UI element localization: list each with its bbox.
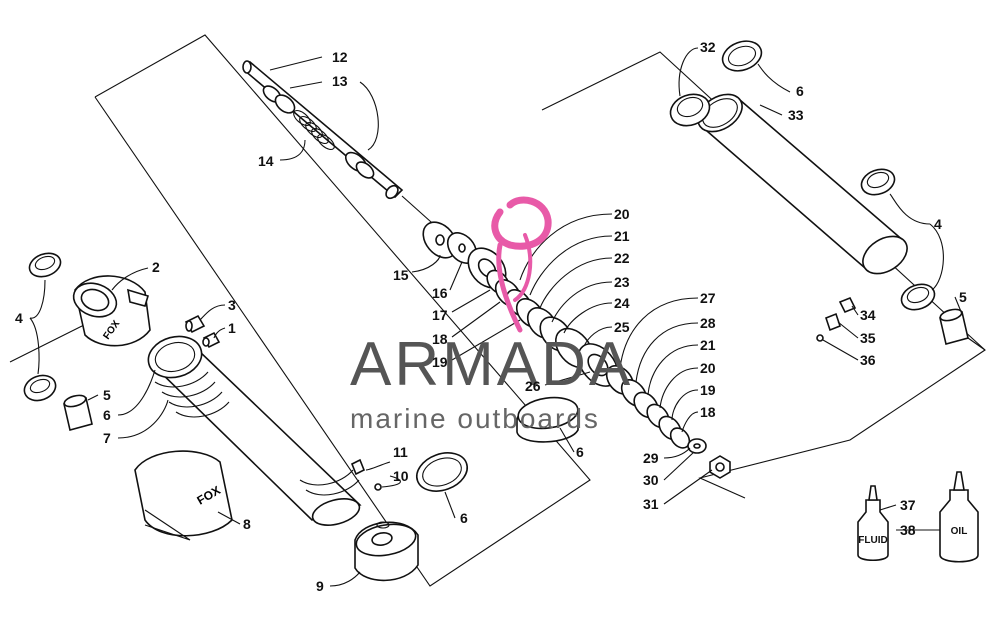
rod-spring-coils: [293, 109, 335, 151]
callout-28: 28: [700, 315, 716, 331]
callout-31: 31: [643, 496, 659, 512]
callout-35: 35: [860, 330, 876, 346]
ball-10: [374, 483, 382, 491]
callout-6-c: 6: [576, 444, 584, 460]
bearing-11: [350, 458, 366, 476]
callout-19-a: 19: [432, 354, 448, 370]
armada-logo-mark: [491, 196, 552, 333]
callout-4-a: 4: [15, 310, 23, 326]
callout-21-a: 21: [614, 228, 630, 244]
callout-9: 9: [316, 578, 324, 594]
callout-10: 10: [393, 468, 409, 484]
bushing-4-lower-right: [900, 283, 936, 311]
frame-right: [541, 51, 986, 499]
callout-37: 37: [900, 497, 916, 513]
callout-34: 34: [860, 307, 876, 323]
watermark-tagline: marine outboards: [350, 403, 600, 434]
ball-36: [816, 334, 824, 342]
fluid-label: FLUID: [858, 535, 887, 546]
callout-13: 13: [332, 73, 348, 89]
valve-fitting-3: [184, 314, 206, 334]
callout-19-b: 19: [700, 382, 716, 398]
bottom-eye-9: [354, 521, 419, 582]
callout-5-b: 5: [959, 289, 967, 305]
valve-34: [838, 296, 857, 314]
callout-24: 24: [614, 295, 630, 311]
callout-23: 23: [614, 274, 630, 290]
callout-5-a: 5: [103, 387, 111, 403]
callout-15: 15: [393, 267, 409, 283]
spring-35: [825, 312, 841, 332]
watermark-brand: ARMADA: [350, 330, 633, 399]
callout-8: 8: [243, 516, 251, 532]
callout-11: 11: [393, 444, 408, 460]
callout-18-a: 18: [432, 331, 448, 347]
callout-26: 26: [525, 378, 541, 394]
callout-labels: 12 13 14 15 16 17 18 19 20 21 22 23 24 2…: [15, 39, 967, 594]
callout-4-b: 4: [934, 216, 942, 232]
callout-17: 17: [432, 307, 448, 323]
seal-ring-6-lower: [416, 452, 468, 492]
callout-29: 29: [643, 450, 659, 466]
callout-7: 7: [103, 430, 111, 446]
shock-body-head: FOX: [72, 275, 151, 347]
sleeve-5-right: [939, 308, 986, 351]
callout-21-b: 21: [700, 337, 716, 353]
callout-12: 12: [332, 49, 348, 65]
oil-bottle-38: OIL: [939, 471, 979, 563]
shock-cylinder-left: [147, 335, 362, 526]
oil-label: OIL: [951, 526, 968, 537]
frame-left: [94, 34, 591, 587]
callout-38: 38: [900, 522, 916, 538]
callout-14: 14: [258, 153, 274, 169]
leader-lines: [29, 47, 963, 587]
callout-32: 32: [700, 39, 716, 55]
callout-6-d: 6: [796, 83, 804, 99]
callout-18-b: 18: [700, 404, 716, 420]
bushing-4-upper-right: [860, 168, 896, 196]
fluid-bottle-37: FLUID: [857, 485, 889, 562]
callout-6-b: 6: [460, 510, 468, 526]
callout-20-b: 20: [700, 360, 716, 376]
callout-22: 22: [614, 250, 630, 266]
callout-30: 30: [643, 472, 659, 488]
callout-3: 3: [228, 297, 236, 313]
callout-27: 27: [700, 290, 716, 306]
reservoir-cap: [28, 252, 62, 278]
seal-ring-6-top: [721, 40, 763, 72]
piston-rod: [242, 60, 404, 200]
callout-6-a: 6: [103, 407, 111, 423]
sleeve-5-left: [63, 394, 93, 431]
lower-bushing-4: [23, 374, 57, 402]
callout-16: 16: [432, 285, 448, 301]
callout-25: 25: [614, 319, 630, 335]
armada-watermark: ARMADA marine outboards: [350, 196, 633, 434]
callout-2: 2: [152, 259, 160, 275]
fox-sleeve-8: FOX: [134, 450, 233, 541]
seal-ring-6-mid: [516, 396, 579, 443]
valve-fitting-1: [202, 331, 221, 349]
callout-33: 33: [788, 107, 804, 123]
callout-36: 36: [860, 352, 876, 368]
callout-1: 1: [228, 320, 236, 336]
callout-20-a: 20: [614, 206, 630, 222]
valve-stack: [422, 221, 731, 479]
reservoir-cap-32: [669, 93, 711, 127]
